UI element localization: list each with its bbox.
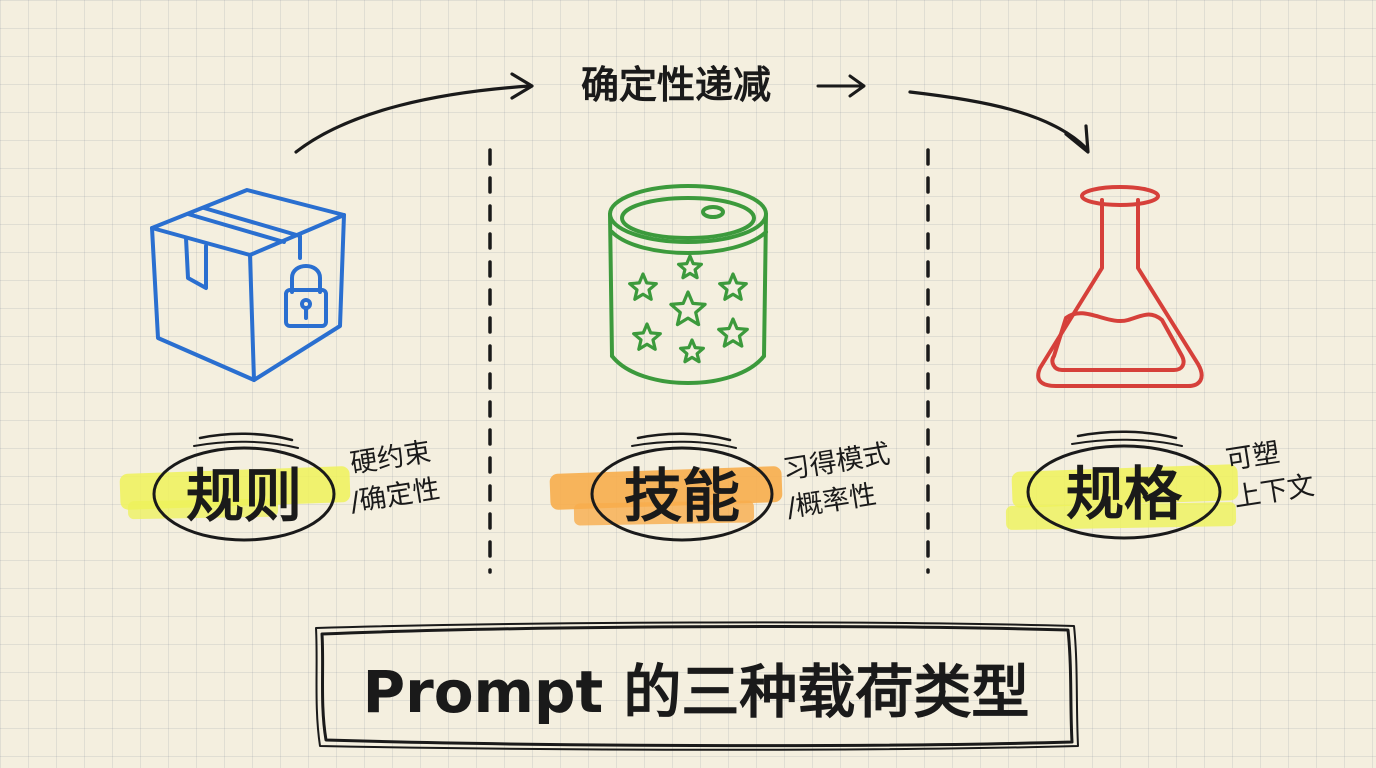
note-spec-line1: 可塑 [1224,437,1282,476]
flow-arrow-right [908,90,1090,154]
title-box: Prompt 的三种载荷类型 [315,621,1079,751]
star-icon [632,322,662,351]
note-skill-line1: 习得模式 [781,438,893,486]
flask-icon [1036,185,1204,388]
note-rule-line2: /确定性 [348,474,442,519]
label-rule: 规则 [186,462,302,530]
ellipse-skill [590,446,774,542]
flow-arrow-left [294,72,534,154]
ellipse-rule [152,446,336,542]
star-icon [678,338,706,364]
flow-arrow-middle [816,74,866,98]
can-stars [628,254,749,364]
note-skill-line2: /概率性 [785,479,879,524]
ellipse-spec [1026,444,1222,540]
star-can-icon [608,184,768,385]
flow-label: 确定性递减 [581,63,771,107]
note-spec-line2: 上下文 [1232,470,1317,513]
star-icon [717,317,749,348]
star-icon [718,272,748,301]
label-spec: 规格 [1066,460,1183,528]
label-skill: 技能 [624,462,740,530]
category-skill: 技能 习得模式 /概率性 [549,432,893,542]
star-icon [676,254,704,280]
star-icon [669,290,707,327]
highlight-spec [1011,464,1239,508]
highlight-rule [119,466,351,510]
category-spec: 规格 可塑 上下文 [1005,430,1317,540]
note-rule-line1: 硬约束 [348,437,433,480]
star-icon [628,272,658,301]
category-rule: 规则 硬约束 /确定性 [119,432,442,542]
locked-box-icon [150,188,346,382]
page-title: Prompt 的三种载荷类型 [363,658,1030,726]
highlight-skill [549,466,783,510]
